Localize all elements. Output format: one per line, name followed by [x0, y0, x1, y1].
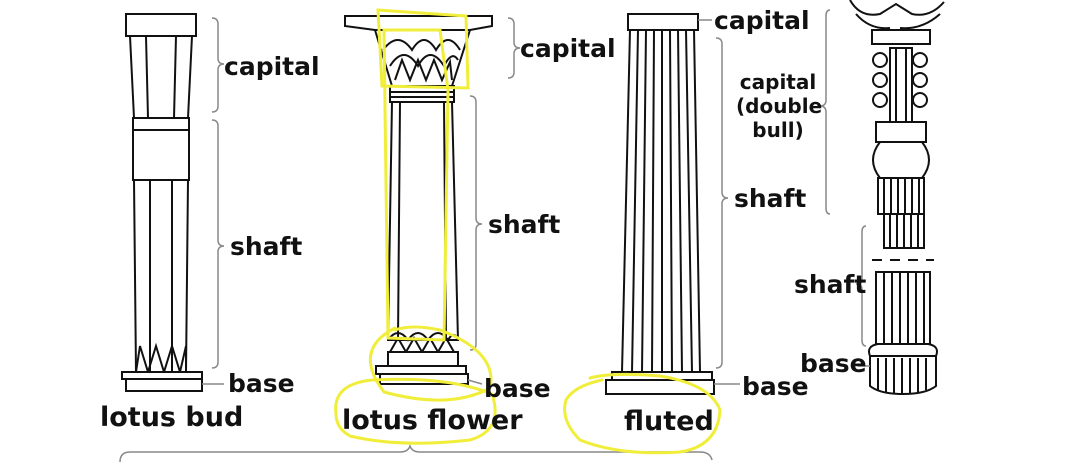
persian-column	[849, 0, 945, 396]
fluted-capital-label: capital	[714, 6, 810, 35]
lotus-flower-column	[344, 15, 493, 385]
fluted-shaft-label: shaft	[734, 184, 807, 213]
lotus-flower-base-label: base	[484, 374, 551, 403]
lotus-bud-name-label: lotus bud	[100, 402, 244, 433]
fluted-column	[605, 13, 715, 395]
part-brackets	[119, 9, 870, 463]
persian-capital-line-1: capital	[739, 70, 817, 94]
fluted-base-label: base	[742, 372, 809, 401]
persian-capital-label: capital (double bull)	[736, 70, 823, 142]
persian-capital-line-3: bull)	[752, 118, 804, 142]
lotus-bud-shaft-label: shaft	[230, 232, 303, 261]
highlighter-marks	[334, 8, 722, 455]
lotus-flower-shaft-label: shaft	[488, 210, 561, 239]
lotus-bud-capital-label: capital	[224, 52, 320, 81]
fluted-name-label: fluted	[624, 406, 714, 437]
lotus-bud-column	[121, 13, 203, 392]
persian-capital-line-2: (double	[736, 94, 823, 118]
lotus-flower-capital-label: capital	[520, 34, 616, 63]
persian-base-label: base	[800, 349, 867, 378]
lotus-flower-name-label: lotus flower	[342, 405, 523, 436]
persian-shaft-label: shaft	[794, 270, 867, 299]
lotus-bud-base-label: base	[228, 369, 295, 398]
